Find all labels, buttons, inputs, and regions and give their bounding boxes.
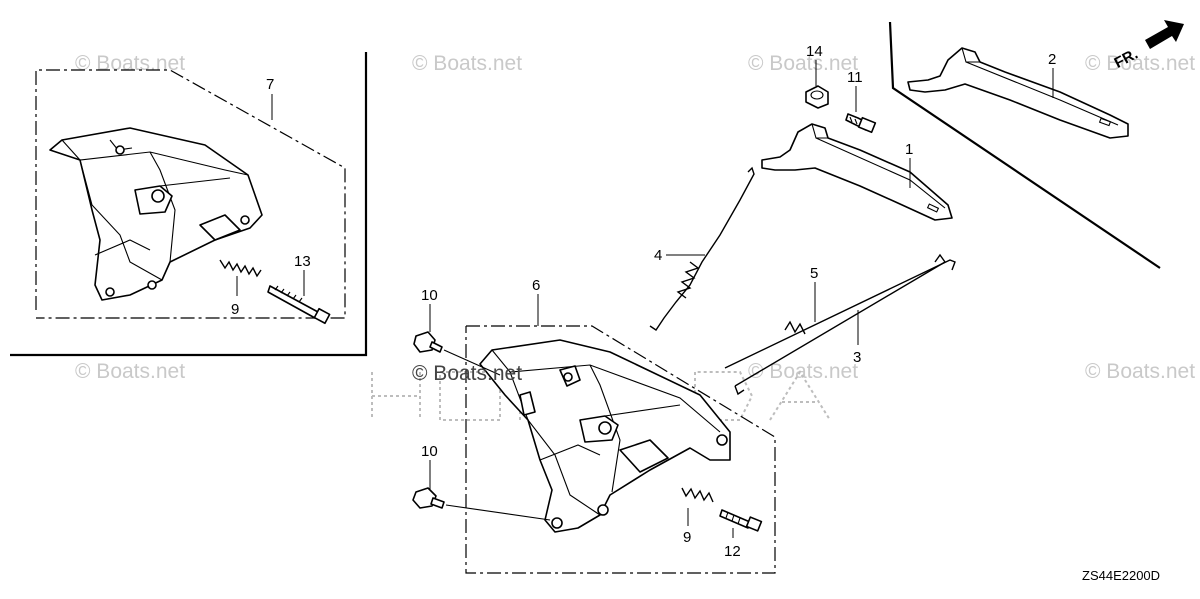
watermark: © Boats.net [748, 52, 858, 75]
part-2-lever [907, 47, 1129, 139]
watermark: © Boats.net [412, 52, 522, 75]
inset-frame-left [10, 52, 368, 357]
part-7-control-base [49, 127, 263, 301]
part-9-spring-upper [219, 259, 262, 278]
callout-4: 4 [654, 247, 662, 264]
callout-1: 1 [905, 141, 913, 158]
callout-2: 2 [1048, 51, 1056, 68]
callouts: 7 13 9 14 11 1 2 4 5 3 6 10 10 9 12 [231, 43, 1056, 560]
part-14-nut [805, 85, 829, 109]
part-11-screw [845, 113, 877, 134]
part-12-bolt [719, 509, 763, 532]
part-3-rod [734, 253, 947, 396]
callout-14: 14 [806, 43, 823, 60]
watermark: © Boats.net [1085, 360, 1195, 383]
watermark: © Boats.net [1085, 52, 1195, 75]
callout-3: 3 [853, 349, 861, 366]
diagram-code: ZS44E2200D [1082, 568, 1160, 583]
watermark-layer: © Boats.net © Boats.net © Boats.net © Bo… [75, 52, 1195, 383]
callout-9: 9 [231, 301, 239, 318]
callout-13: 13 [294, 253, 311, 270]
watermark: © Boats.net [75, 52, 185, 75]
part-10-bolt-lower [412, 487, 551, 521]
front-arrow-icon [1145, 20, 1184, 49]
callout-12: 12 [724, 543, 741, 560]
part-10-bolt-upper [413, 331, 501, 376]
callout-9: 9 [683, 529, 691, 546]
callout-10: 10 [421, 443, 438, 460]
callout-5: 5 [810, 265, 818, 282]
callout-6: 6 [532, 277, 540, 294]
part-13-bolt [267, 285, 331, 325]
assembly-outline-6 [465, 325, 776, 574]
part-1-lever [761, 123, 953, 221]
part-6-control-base [479, 339, 731, 533]
part-9-spring-lower [681, 487, 714, 503]
watermark: © Boats.net [748, 360, 858, 383]
watermark: © Boats.net [412, 362, 522, 385]
part-4-spring-rod [649, 166, 755, 331]
callout-7: 7 [266, 76, 274, 93]
watermark: © Boats.net [75, 360, 185, 383]
inset-frame-right [888, 21, 1161, 269]
leader-lines [236, 60, 1054, 538]
callout-11: 11 [847, 69, 863, 86]
part-5-rod [724, 259, 956, 369]
callout-10: 10 [421, 287, 438, 304]
